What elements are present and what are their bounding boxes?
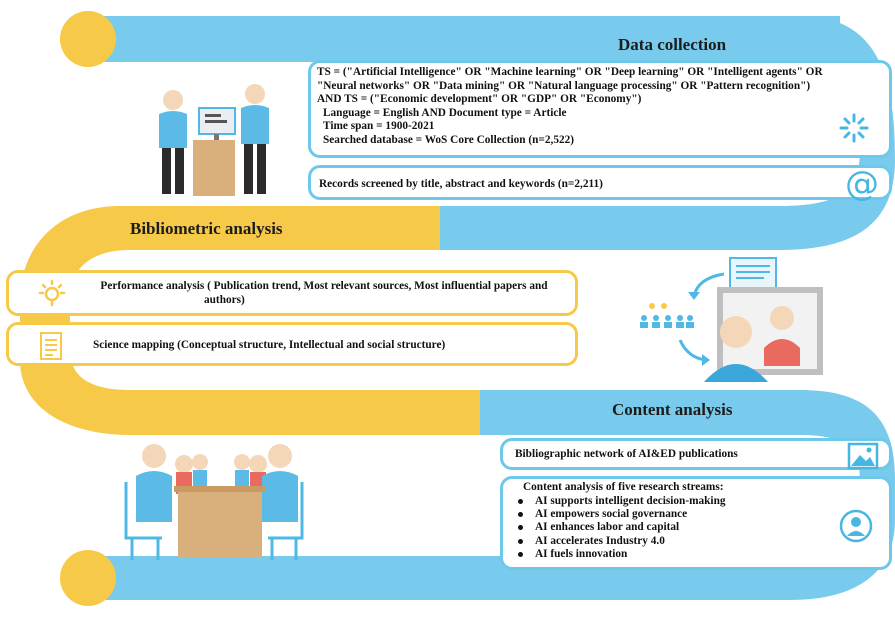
user-circle-icon xyxy=(839,509,873,543)
performance-text-line-1: Performance analysis ( Publication trend… xyxy=(100,280,548,292)
document-icon xyxy=(40,332,62,360)
list-item: AI enhances labor and capital xyxy=(511,521,726,534)
list-item: AI empowers social governance xyxy=(511,508,726,521)
people-at-computer-icon xyxy=(159,84,269,196)
performance-text-line-2: authors) xyxy=(204,293,245,306)
criteria-language: Language = English AND Document type = A… xyxy=(323,106,567,119)
at-sign-icon: @ xyxy=(845,164,879,204)
science-mapping-text: Science mapping (Conceptual structure, I… xyxy=(93,339,446,351)
performance-analysis-box: Performance analysis ( Publication trend… xyxy=(6,270,578,316)
settings-burst-icon xyxy=(839,113,869,143)
list-item: AI fuels innovation xyxy=(511,548,726,561)
band-content-analysis xyxy=(88,390,895,600)
science-mapping-box: Science mapping (Conceptual structure, I… xyxy=(6,322,578,366)
list-item: AI supports intelligent decision-making xyxy=(511,495,726,508)
band-data-collection xyxy=(88,16,840,62)
streams-title: Content analysis of five research stream… xyxy=(523,481,724,493)
band-start-cap xyxy=(60,11,116,67)
heading-data-collection: Data collection xyxy=(618,35,727,54)
lightbulb-icon xyxy=(38,279,66,307)
query-line-3: AND TS = ("Economic development" OR "GDP… xyxy=(317,93,642,106)
streams-box: Content analysis of five research stream… xyxy=(500,476,892,570)
criteria-time-span: Time span = 1900-2021 xyxy=(323,120,435,133)
query-box: TS = ("Artificial Intelligence" OR "Mach… xyxy=(308,60,892,158)
streams-list: AI supports intelligent decision-making … xyxy=(511,495,726,562)
heading-bibliometric-analysis: Bibliometric analysis xyxy=(130,219,283,238)
screening-box: Records screened by title, abstract and … xyxy=(308,164,892,204)
screening-text: Records screened by title, abstract and … xyxy=(319,178,603,190)
criteria-database: Searched database = WoS Core Collection … xyxy=(323,133,575,146)
heading-content-analysis: Content analysis xyxy=(612,400,733,419)
meeting-table-icon xyxy=(124,444,304,560)
query-line-1: TS = ("Artificial Intelligence" OR "Mach… xyxy=(317,66,823,78)
network-text: Bibliographic network of AI&ED publicati… xyxy=(515,448,738,460)
network-box: Bibliographic network of AI&ED publicati… xyxy=(500,438,892,470)
list-item: AI accelerates Industry 4.0 xyxy=(511,535,726,548)
band-end-cap xyxy=(60,550,116,606)
video-conference-icon xyxy=(640,257,823,382)
image-icon xyxy=(847,442,879,470)
query-line-2: "Neural networks" OR "Data mining" OR "N… xyxy=(317,79,811,92)
